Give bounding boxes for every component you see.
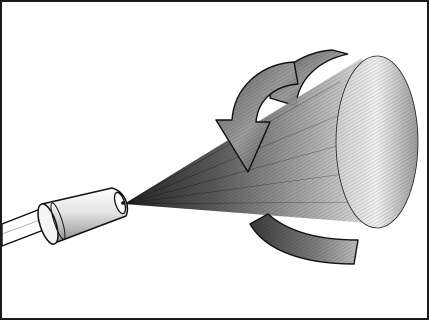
- rotation-arrow-lower-band: [249, 213, 359, 265]
- rotation-arrow-head: [215, 61, 299, 173]
- spray-cone-mouth: [335, 55, 419, 229]
- rotating-spray-diagram: [2, 49, 419, 265]
- spray-nozzle: [37, 187, 129, 245]
- nozzle-orifice: [121, 201, 125, 205]
